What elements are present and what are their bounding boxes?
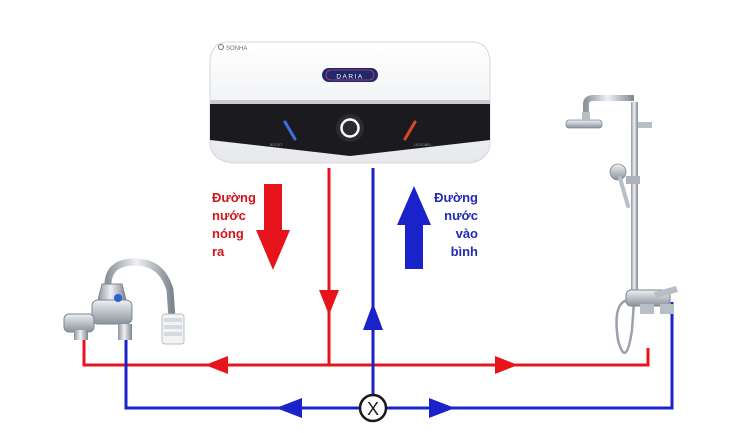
hot-direction-arrow	[256, 184, 290, 270]
hot-label-line-1: Đường	[212, 190, 256, 205]
cold-label-line-1: Đường	[434, 190, 478, 205]
hot-flow-arrows	[205, 290, 518, 374]
cold-label-line-4: bình	[450, 244, 478, 259]
hot-arrow-right	[495, 356, 518, 374]
legionel-button-label: LEGIONEL	[414, 143, 432, 147]
hot-pipe-horizontal	[82, 339, 650, 367]
hot-label-line-4: ra	[212, 244, 225, 259]
cold-indicator-icon	[283, 120, 297, 141]
cold-label-line-2: nước	[444, 208, 478, 223]
cold-label-line-3: vào	[455, 226, 478, 241]
boost-button-label: BOOST	[270, 143, 283, 147]
hot-indicator-icon	[403, 120, 417, 141]
brand-name: SONHA	[226, 46, 247, 52]
hot-water-pipes	[82, 168, 650, 367]
cold-arrow-up	[363, 303, 383, 330]
hot-arrow-left	[205, 356, 228, 374]
cold-water-pipes	[124, 168, 674, 410]
hot-water-out-label: Đường nước nóng ra	[212, 189, 256, 261]
cold-arrow-left	[276, 398, 302, 418]
cold-pipe-horizontal	[124, 338, 360, 410]
brand-logo-icon	[218, 44, 224, 50]
valve-icon: X	[358, 393, 388, 423]
hot-label-line-3: nóng	[212, 226, 244, 241]
cold-arrow-right	[429, 398, 455, 418]
model-badge	[322, 68, 378, 82]
water-heater: SONHA DARIA BOOST LEGIONEL	[209, 41, 491, 164]
temperature-knob	[336, 114, 364, 142]
hot-arrow-down	[319, 290, 339, 315]
shower-column-icon	[565, 95, 678, 354]
cold-water-in-label: Đường nước vào bình	[418, 189, 478, 261]
hot-label-line-2: nước	[212, 208, 246, 223]
valve-symbol: X	[367, 399, 379, 419]
model-name: DARIA	[336, 74, 363, 81]
cold-direction-arrow	[397, 186, 431, 269]
kitchen-faucet-icon	[63, 258, 185, 345]
cold-flow-arrows	[276, 303, 455, 418]
